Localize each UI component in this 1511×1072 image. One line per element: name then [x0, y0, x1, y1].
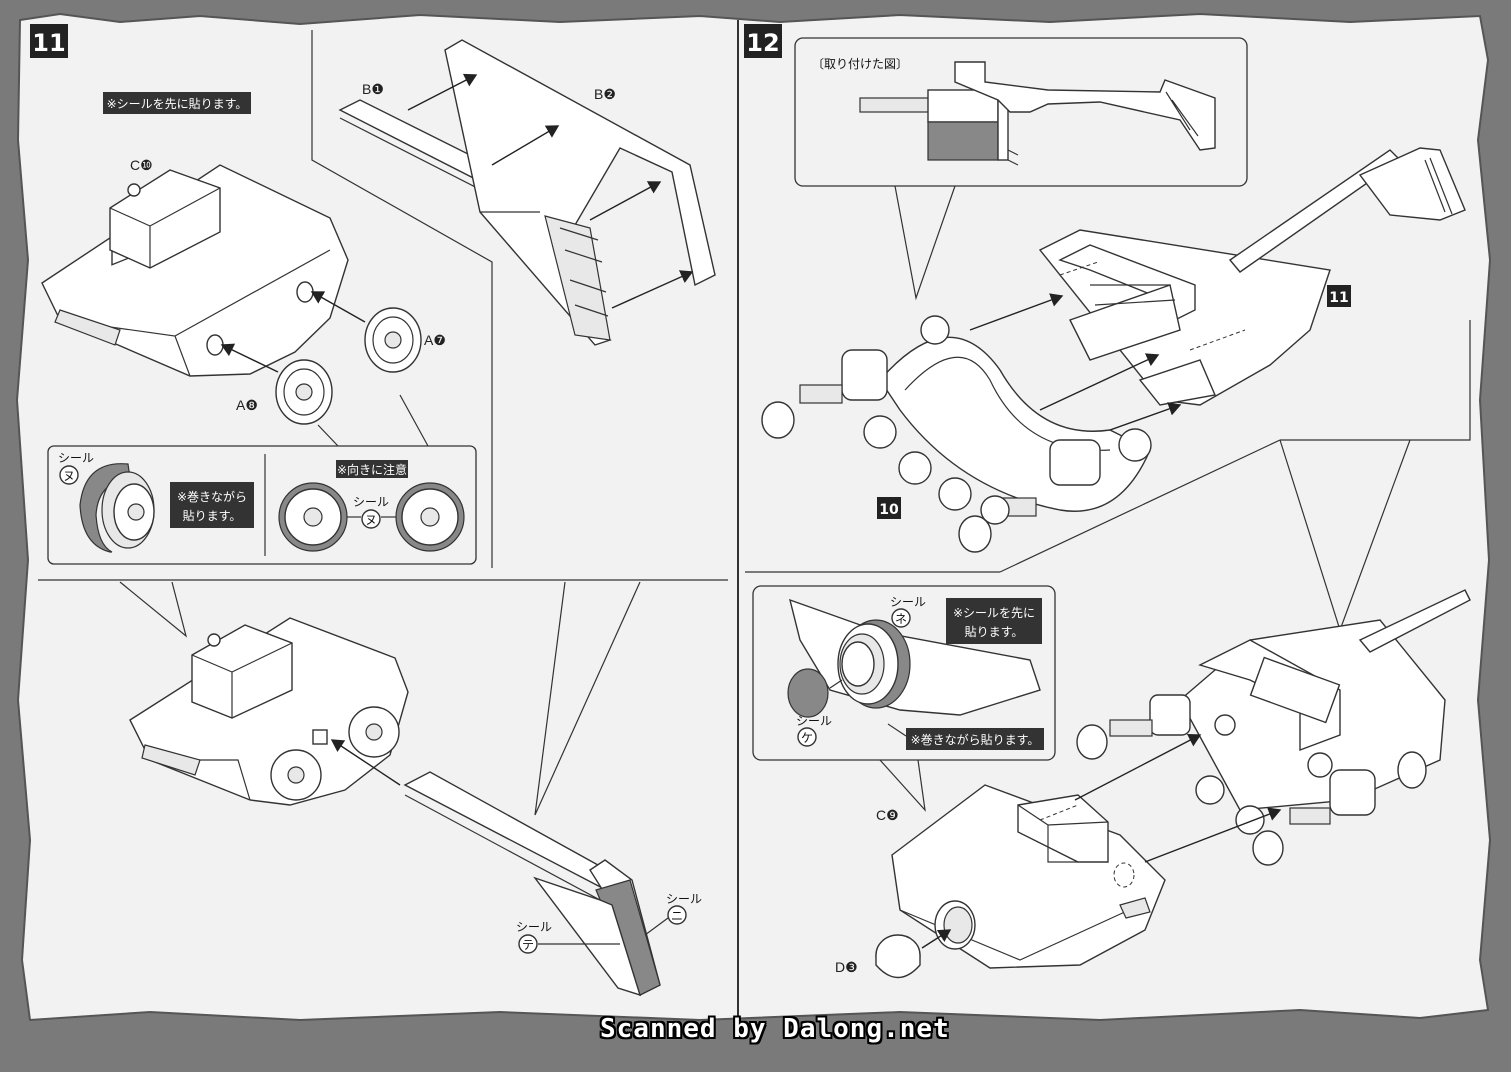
seal-nu-1: ヌ — [63, 469, 75, 483]
inset-illustration — [859, 61, 1216, 166]
seal-te: テ — [522, 938, 534, 952]
part-c10-label: C❿ — [130, 157, 153, 173]
step-11-number: 11 — [32, 29, 65, 57]
step-12-seal-first-line1: ※シールを先に — [953, 606, 1035, 620]
step-12-badge — [744, 24, 782, 58]
part-b2-label: B❷ — [594, 86, 616, 102]
seal-label-ne: シール — [890, 595, 926, 609]
step-11-seal-first-note-bg — [103, 92, 251, 114]
ref-step-11-badge — [1327, 285, 1351, 307]
wrap-note-line1: ※巻きながら — [177, 489, 247, 504]
seal-label-ni: シール — [666, 892, 702, 906]
step-11-badge — [30, 24, 68, 58]
step-11: 11 ※シールを先に貼ります。 C❿ A❼ — [30, 24, 728, 997]
part-10-assembly — [761, 315, 1152, 553]
part-b1-label: B❶ — [362, 81, 384, 97]
hull-assembled — [129, 617, 409, 806]
scanner-credit: Scanned by Dalong.net — [600, 1014, 950, 1044]
hull-body — [41, 164, 349, 377]
step-12-upper-assembly — [969, 147, 1466, 456]
part-a8-label: A❽ — [236, 397, 258, 413]
seal-ke: ケ — [801, 731, 813, 745]
arm-assembled — [403, 771, 661, 997]
seal-nu-2: ヌ — [365, 513, 377, 527]
step-12: 12 〔取り付けた図〕 — [744, 24, 1471, 979]
seal-wrap-illustration — [787, 598, 1041, 718]
wrap-note-line2: 貼ります。 — [183, 508, 242, 523]
cap-d3 — [875, 934, 921, 979]
ref-part-10: 10 — [879, 502, 899, 518]
step-12-number: 12 — [746, 29, 779, 57]
step-11-panel-frame — [311, 30, 493, 568]
ref-part-10-badge — [877, 497, 901, 519]
inset-title: 〔取り付けた図〕 — [812, 57, 908, 71]
wheel-right-fan — [395, 482, 465, 552]
seal-label-te: シール — [516, 920, 552, 934]
step-11-seal-first-note: ※シールを先に貼ります。 — [107, 96, 248, 111]
arm-assembly-b — [338, 39, 716, 346]
step-12-lower-assembly — [1076, 589, 1471, 866]
orientation-note: ※向きに注意 — [337, 462, 407, 477]
seal-label-ke: シール — [796, 714, 832, 728]
hull-c9 — [891, 784, 1166, 969]
part-c9-label: C❾ — [876, 807, 899, 823]
wheel-left-fan — [278, 482, 348, 552]
step-12-wrap-note: ※巻きながら貼ります。 — [911, 732, 1040, 747]
ref-step-11: 11 — [1329, 290, 1348, 306]
seal-label-1: シール — [58, 451, 94, 465]
seal-label-2: シール — [353, 495, 389, 509]
seal-ne: ネ — [895, 612, 907, 626]
seal-ni: ニ — [671, 909, 683, 923]
wheel-a7 — [364, 307, 422, 373]
wheel-wrap-illustration — [79, 463, 155, 553]
part-a7-label: A❼ — [424, 332, 446, 348]
wheel-a8 — [275, 359, 333, 425]
part-d3-label: D❸ — [835, 959, 858, 975]
step-12-seal-first-line2: 貼ります。 — [965, 624, 1024, 639]
